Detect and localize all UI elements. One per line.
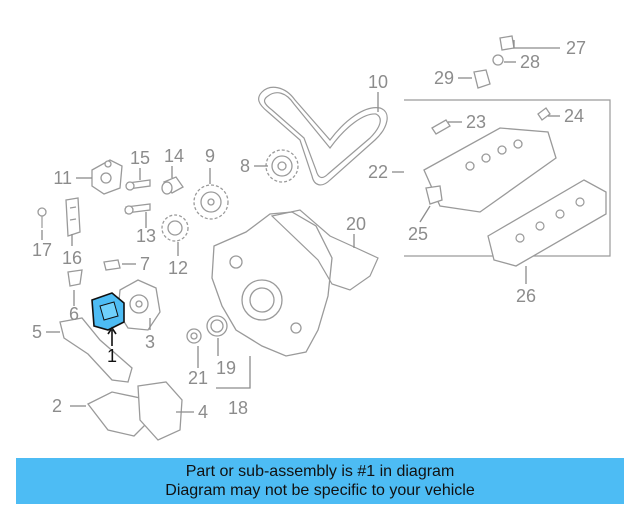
part-29-fitting[interactable] [473, 69, 491, 89]
callout-29[interactable]: 29 [434, 68, 454, 88]
parts-diagram: 1 2 3 4 5 6 7 8 9 10 11 12 13 14 15 16 1… [32, 35, 611, 441]
part-5-guide[interactable] [59, 317, 133, 383]
banner-line-1: Part or sub-assembly is #1 in diagram [185, 463, 455, 480]
leader-lines [41, 40, 560, 413]
callout-labels: 1 2 3 4 5 6 7 8 9 10 11 12 13 14 15 16 1… [32, 38, 586, 422]
part-11-tensioner[interactable] [91, 159, 123, 195]
callout-6[interactable]: 6 [69, 304, 79, 324]
callout-5[interactable]: 5 [32, 322, 42, 342]
callout-16[interactable]: 16 [62, 248, 82, 268]
callout-27[interactable]: 27 [566, 38, 586, 58]
callout-28[interactable]: 28 [520, 52, 540, 72]
part-25-sensor[interactable] [425, 185, 443, 205]
callout-10[interactable]: 10 [368, 72, 388, 92]
part-19-seal[interactable] [206, 315, 228, 337]
part-14-bushing[interactable] [161, 176, 184, 195]
part-26-gasket[interactable] [487, 179, 607, 267]
callout-4[interactable]: 4 [198, 402, 208, 422]
part-1-highlighted[interactable] [91, 292, 125, 331]
callout-2[interactable]: 2 [52, 396, 62, 416]
part-27-fitting[interactable] [499, 35, 515, 51]
callout-13[interactable]: 13 [136, 226, 156, 246]
part-4-cover[interactable] [137, 381, 183, 441]
callout-19[interactable]: 19 [216, 358, 236, 378]
callout-20[interactable]: 20 [346, 214, 366, 234]
callout-1[interactable]: 1 [107, 346, 117, 366]
part-10-timing-belt[interactable] [258, 86, 388, 186]
part-20-gasket[interactable] [270, 209, 379, 291]
callout-22[interactable]: 22 [368, 162, 388, 182]
callout-14[interactable]: 14 [164, 146, 184, 166]
part-28-washer[interactable] [492, 54, 504, 66]
part-9-gear[interactable] [193, 184, 229, 220]
callout-3[interactable]: 3 [145, 332, 155, 352]
callout-17[interactable]: 17 [32, 240, 52, 260]
callout-26[interactable]: 26 [516, 286, 536, 306]
banner-line-2: Diagram may not be specific to your vehi… [165, 482, 475, 499]
callout-11[interactable]: 11 [53, 168, 72, 188]
part-8-sprocket[interactable] [265, 149, 299, 183]
part-3-housing[interactable] [117, 279, 161, 331]
part-24-bolt[interactable] [537, 107, 551, 121]
part-6-bracket[interactable] [67, 269, 83, 287]
callout-18[interactable]: 18 [228, 398, 248, 418]
part-7-clip[interactable] [103, 259, 121, 271]
part-16-bracket[interactable] [65, 197, 81, 237]
callout-12[interactable]: 12 [168, 258, 188, 278]
part-17-bolt[interactable] [37, 207, 47, 228]
part-15-bolt[interactable] [125, 179, 151, 191]
callout-8[interactable]: 8 [240, 156, 250, 176]
callout-21[interactable]: 21 [188, 368, 208, 388]
part-13-bolt[interactable] [124, 203, 151, 215]
callout-25[interactable]: 25 [408, 224, 428, 244]
part-18-front-cover[interactable] [211, 211, 333, 357]
callout-15[interactable]: 15 [130, 148, 150, 168]
part-21-seal[interactable] [186, 328, 202, 344]
info-banner: Part or sub-assembly is #1 in diagram Di… [16, 458, 624, 504]
callout-9[interactable]: 9 [205, 146, 215, 166]
part-12-pulley[interactable] [161, 214, 189, 242]
callout-23[interactable]: 23 [466, 112, 486, 132]
callout-7[interactable]: 7 [140, 254, 150, 274]
callout-24[interactable]: 24 [564, 106, 584, 126]
part-23-bolt[interactable] [431, 119, 451, 135]
